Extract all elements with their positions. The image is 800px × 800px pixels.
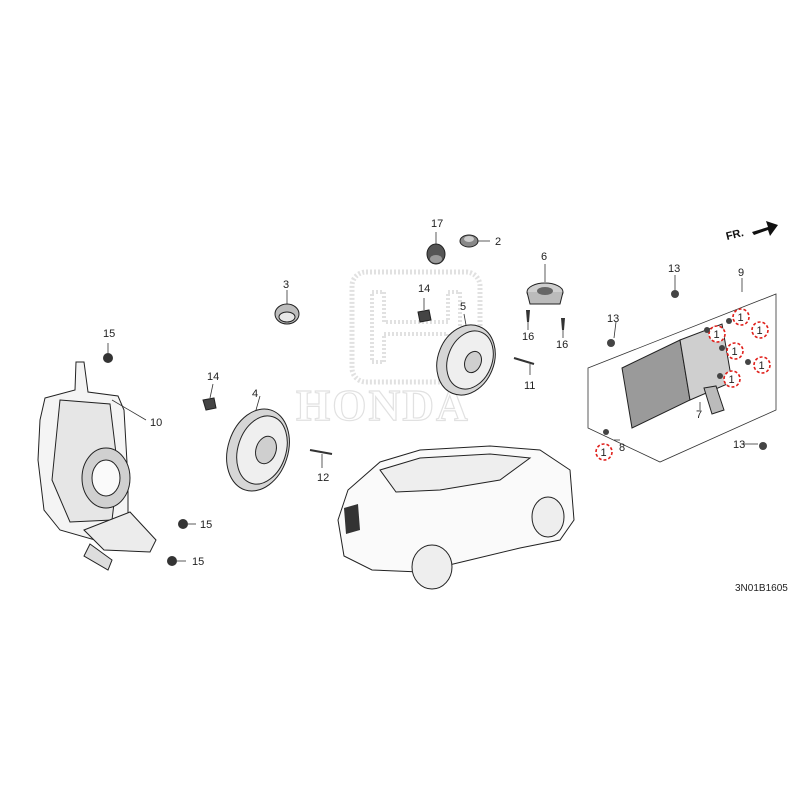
- callout-17: 17: [431, 218, 443, 230]
- marker-1-a: 1: [732, 308, 750, 326]
- callout-3: 3: [283, 279, 289, 291]
- callout-14b: 14: [418, 283, 430, 295]
- callout-11: 11: [524, 380, 535, 392]
- callout-13c: 13: [733, 439, 745, 451]
- part-9-amplifier-assembly: [587, 293, 777, 463]
- front-label: FR.: [725, 227, 745, 243]
- marker-1-d: 1: [726, 342, 744, 360]
- callout-10: 10: [150, 417, 162, 429]
- part-14-clip-b: [417, 309, 432, 323]
- part-14-clip-a: [202, 397, 217, 411]
- part-10-subwoofer-enclosure: [37, 361, 157, 571]
- watermark-text: HONDA: [296, 381, 470, 430]
- marker-1-e: 1: [753, 356, 771, 374]
- callout-16a: 16: [522, 331, 534, 343]
- part-11-bolt: [513, 357, 535, 365]
- callout-16b: 16: [556, 339, 568, 351]
- vehicle-outline: [337, 445, 575, 590]
- part-17-tweeter: [426, 243, 446, 265]
- callout-5: 5: [460, 301, 466, 313]
- callout-2: 2: [495, 236, 501, 248]
- front-direction-arrow: FR.: [725, 221, 778, 243]
- callout-labels: 2 3 4 5 6 7 8 9 10 11 12 13 13 13 14 14 …: [103, 218, 745, 568]
- marker-1-g-label: 1: [601, 447, 607, 459]
- callout-8: 8: [619, 442, 625, 454]
- fastener-group: [603, 290, 767, 450]
- marker-1-a-label: 1: [738, 312, 744, 324]
- part-15-bolt-c: [167, 556, 177, 566]
- marker-1-e-label: 1: [759, 360, 765, 372]
- part-12-bolt: [309, 449, 333, 455]
- callout-7: 7: [696, 409, 702, 421]
- part-5-speaker: [436, 324, 496, 396]
- leader-lines: [107, 232, 758, 562]
- marker-1-f-label: 1: [729, 374, 735, 386]
- marker-1-d-label: 1: [732, 346, 738, 358]
- diagram-code: 3N01B1605: [735, 583, 788, 594]
- part-16-screw-a: [526, 310, 530, 322]
- callout-13a: 13: [668, 263, 680, 275]
- part-15-bolt-b: [178, 519, 188, 529]
- marker-1-c: 1: [751, 321, 769, 339]
- marker-1-f: 1: [723, 370, 741, 388]
- marker-1-g: 1: [595, 443, 613, 461]
- part-2-grommet: [459, 234, 479, 248]
- callout-12: 12: [317, 472, 329, 484]
- part-6-speaker: [526, 282, 564, 305]
- marker-1-c-label: 1: [757, 325, 763, 337]
- callout-15c: 15: [192, 556, 204, 568]
- callout-15a: 15: [103, 328, 115, 340]
- callout-9: 9: [738, 267, 744, 279]
- part-16-screw-b: [561, 318, 565, 330]
- marker-1-b-label: 1: [714, 329, 720, 341]
- part-3-tweeter: [274, 303, 300, 325]
- callout-6: 6: [541, 251, 547, 263]
- callout-13b: 13: [607, 313, 619, 325]
- callout-15b: 15: [200, 519, 212, 531]
- marker-1-b: 1: [708, 325, 726, 343]
- part-4-speaker: [226, 408, 290, 492]
- callout-14a: 14: [207, 371, 219, 383]
- callout-4: 4: [252, 388, 258, 400]
- part-15-bolt-a: [103, 353, 113, 363]
